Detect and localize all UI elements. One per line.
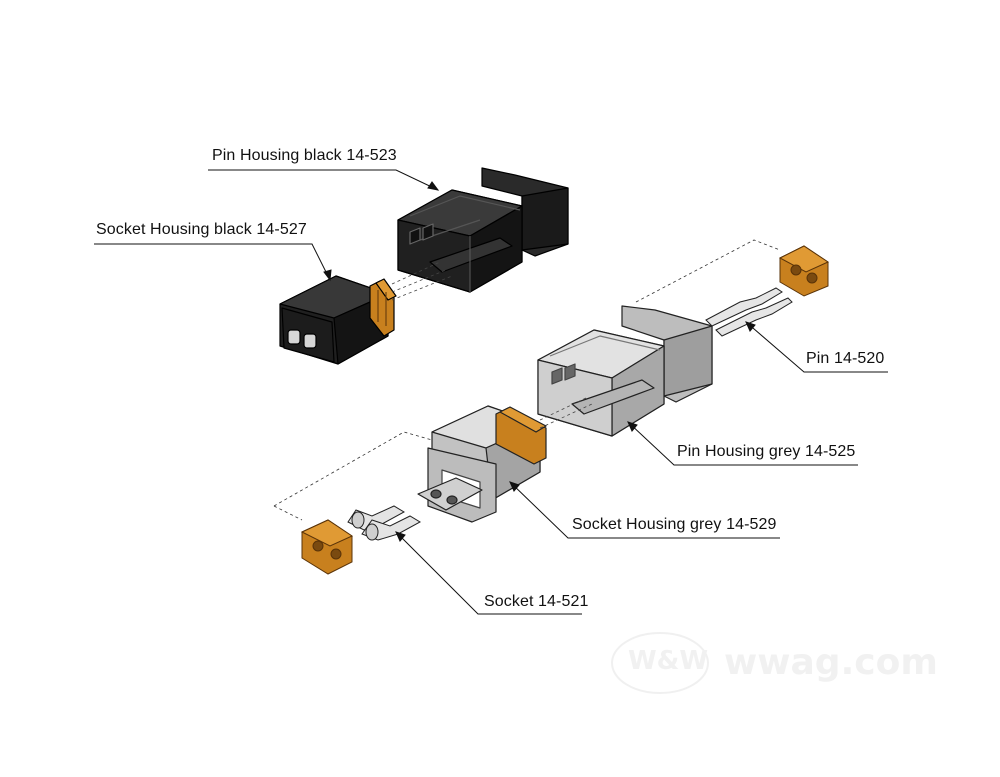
label-socket: Socket 14-521: [484, 593, 589, 610]
watermark-logo-text: W&W: [628, 646, 709, 676]
assembly-line-black: [391, 261, 453, 301]
assembly-guides: [273, 239, 781, 521]
label-pin-housing-black: Pin Housing black 14-523: [212, 147, 397, 164]
watermark-logo: [611, 632, 709, 694]
label-socket-housing-black: Socket Housing black 14-527: [96, 221, 307, 238]
label-pin: Pin 14-520: [806, 350, 885, 367]
assembly-line-grey: [539, 397, 593, 429]
wire-seal-left: [300, 519, 354, 575]
pin-contacts: [705, 287, 793, 337]
label-pin-housing-grey: Pin Housing grey 14-525: [677, 443, 856, 460]
leader-lines: [94, 169, 888, 615]
pin-housing-grey: [537, 305, 713, 437]
label-socket-housing-grey: Socket Housing grey 14-529: [572, 516, 777, 533]
socket-housing-black: [279, 275, 397, 365]
watermark-site-text: wwag.com: [724, 642, 938, 683]
socket-housing-grey: [417, 405, 547, 523]
wire-seal-right: [778, 245, 830, 297]
socket-contacts: [347, 505, 422, 541]
pin-housing-black: [397, 167, 569, 293]
